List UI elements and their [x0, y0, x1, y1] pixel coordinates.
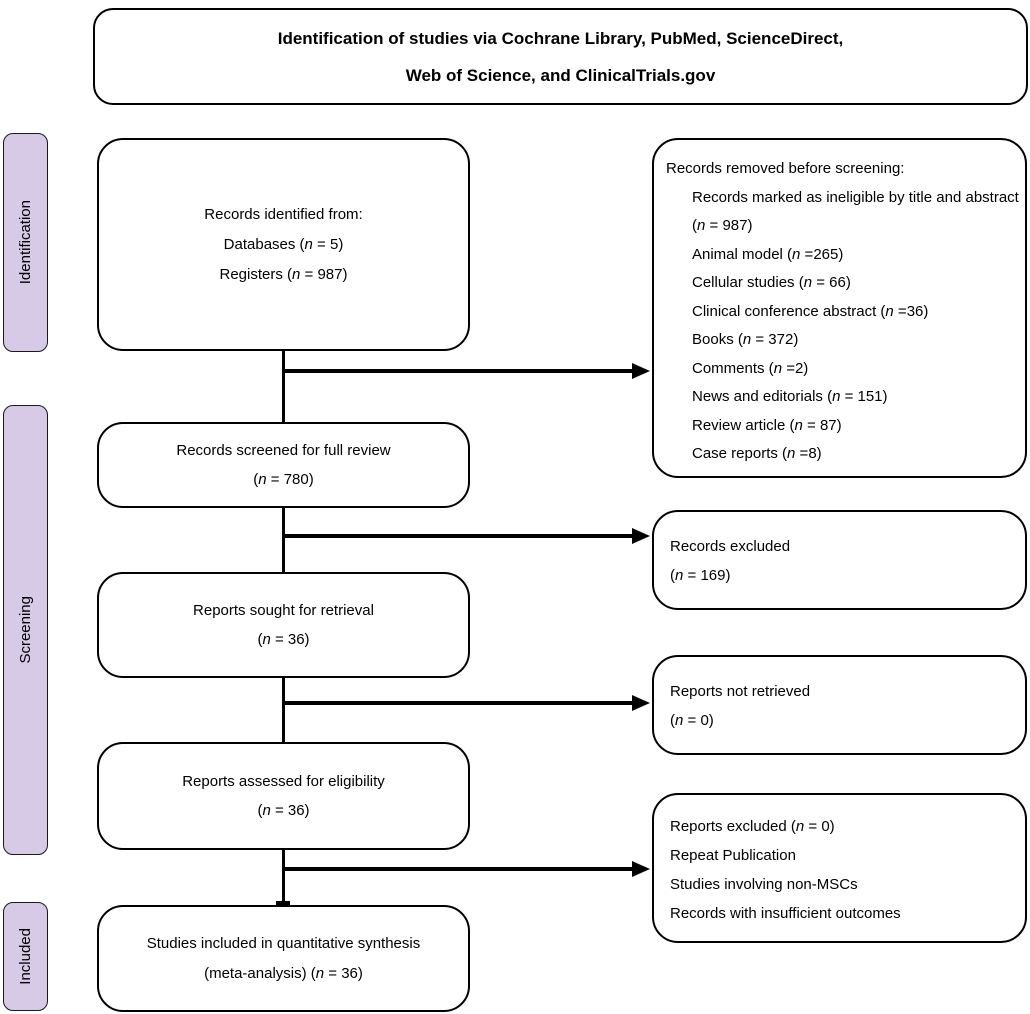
text-line: (meta-analysis) (n = 36) [204, 964, 363, 982]
exclusion-reason-list: Records marked as ineligible by title an… [666, 184, 1019, 469]
stage-screening: Screening [3, 405, 48, 855]
text-line: (n = 169) [670, 567, 731, 584]
stage-label: Included [17, 928, 34, 985]
connector-screened-to-sought [281, 508, 285, 572]
box-reports-assessed: Reports assessed for eligibility (n = 36) [97, 742, 470, 850]
text-line: (n = 780) [253, 471, 314, 488]
connector-assessed-to-included [281, 850, 285, 905]
arrow-right-head-icon [632, 363, 650, 379]
box-records-identified: Records identified from: Databases (n = 5… [97, 138, 470, 351]
stage-identification: Identification [3, 133, 48, 352]
arrow-shaft [283, 701, 633, 705]
text-line: Studies included in quantitative synthes… [146, 934, 421, 952]
box-reports-not-retrieved: Reports not retrieved (n = 0) [652, 655, 1027, 755]
arrow-shaft [283, 369, 633, 373]
arrow-down-head [276, 901, 290, 905]
stage-label: Screening [17, 596, 34, 664]
text-line: (n = 0) [670, 712, 714, 729]
box-records-excluded: Records excluded (n = 169) [652, 510, 1027, 610]
text-line: Records screened for full review [176, 442, 391, 459]
box-reports-sought: Reports sought for retrieval (n = 36) [97, 572, 470, 678]
text-line: Cellular studies (n = 66) [692, 274, 851, 291]
text-line: Reports assessed for eligibility [182, 773, 385, 790]
text-line: Review article (n = 87) [692, 416, 842, 434]
box-studies-included: Studies included in quantitative synthes… [97, 905, 470, 1012]
text-line: Reports not retrieved [670, 683, 811, 700]
text-line: Case reports (n =8) [692, 445, 822, 462]
text-line: News and editorials (n = 151) [692, 388, 888, 405]
text-line: (n = 36) [257, 802, 310, 819]
text-line: Reports sought for retrieval [193, 602, 374, 619]
arrow-right-head-icon [632, 528, 650, 544]
connector-sought-to-assessed [281, 678, 285, 742]
text-line: Comments (n =2) [692, 359, 809, 377]
box-header: Records removed before screening: [666, 160, 905, 177]
text-line: Clinical conference abstract (n =36) [692, 302, 929, 320]
arrow-shaft [283, 534, 633, 538]
box-reports-excluded: Reports excluded (n = 0) Repeat Publicati… [652, 793, 1027, 943]
text-line: Studies involving non-MSCs [670, 876, 858, 893]
arrow-shaft [283, 867, 633, 871]
stage-included: Included [3, 902, 48, 1011]
text-line: Records with insufficient outcomes [670, 905, 901, 922]
text-line: Databases (n = 5) [223, 235, 344, 253]
text-line: Books (n = 372) [692, 331, 799, 348]
box-records-removed: Records removed before screening: Record… [652, 138, 1027, 478]
text-line: Animal model (n =265) [692, 245, 844, 263]
text-line: Records excluded [670, 538, 791, 555]
text-line: Records marked as ineligible by title an… [692, 188, 1019, 235]
stage-label: Identification [17, 200, 34, 285]
connector-identified-to-screened [281, 351, 285, 422]
text-line: Records identified from: [204, 205, 363, 223]
text-line: (n = 36) [257, 631, 310, 648]
arrow-right-head-icon [632, 861, 650, 877]
text-line: Reports excluded (n = 0) [670, 818, 835, 835]
diagram-title-line: Identification of studies via Cochrane L… [277, 28, 844, 48]
diagram-title-box: Identification of studies via Cochrane L… [93, 8, 1028, 105]
diagram-title-line: Web of Science, and ClinicalTrials.gov [405, 65, 716, 85]
arrow-right-head-icon [632, 695, 650, 711]
text-line: Registers (n = 987) [219, 265, 348, 283]
box-records-screened: Records screened for full review (n = 780… [97, 422, 470, 508]
text-line: Repeat Publication [670, 847, 796, 864]
